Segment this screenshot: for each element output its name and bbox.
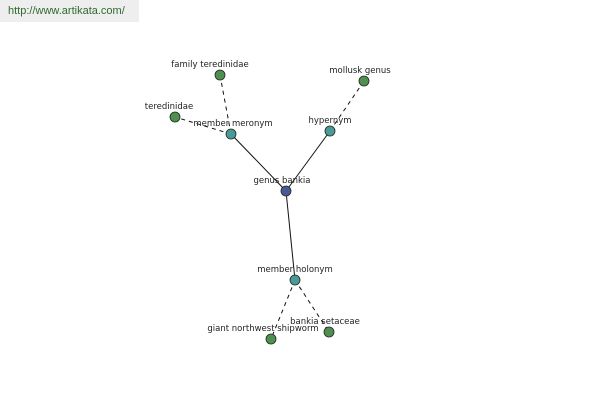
- label-member-meronym: member meronym: [193, 119, 272, 129]
- edge-member-holonym-to-giant-northwest-shipworm: [270, 279, 296, 340]
- node-family-teredinidae[interactable]: [214, 69, 226, 81]
- label-bankia-setaceae: bankia setaceae: [290, 317, 360, 327]
- node-genus-bankia[interactable]: [280, 185, 292, 197]
- node-bankia-setaceae[interactable]: [323, 326, 335, 338]
- node-member-meronym[interactable]: [225, 128, 237, 140]
- edge-member-meronym-to-family-teredinidae: [219, 74, 232, 135]
- label-giant-northwest-shipworm: giant northwest shipworm: [207, 324, 318, 334]
- label-mollusk-genus: mollusk genus: [329, 66, 391, 76]
- label-family-teredinidae: family teredinidae: [171, 60, 248, 70]
- label-hypernym: hypernym: [308, 116, 351, 126]
- label-member-holonym: member holonym: [257, 265, 332, 275]
- edge-member-meronym-to-teredinidae: [174, 116, 232, 135]
- node-hypernym[interactable]: [324, 125, 336, 137]
- edge-genus-to-hypernym: [285, 130, 331, 192]
- edge-hypernym-to-mollusk-genus: [329, 80, 365, 132]
- node-giant-northwest-shipworm[interactable]: [265, 333, 277, 345]
- node-teredinidae[interactable]: [169, 111, 181, 123]
- label-teredinidae: teredinidae: [145, 102, 193, 112]
- edge-genus-to-member-holonym: [285, 190, 296, 281]
- node-member-holonym[interactable]: [289, 274, 301, 286]
- edge-genus-to-member-meronym: [230, 133, 287, 192]
- label-genus-bankia: genus bankia: [253, 176, 310, 186]
- node-mollusk-genus[interactable]: [358, 75, 370, 87]
- watermark-url: http://www.artikata.com/: [0, 0, 139, 22]
- edge-member-holonym-to-bankia-setaceae: [294, 279, 330, 333]
